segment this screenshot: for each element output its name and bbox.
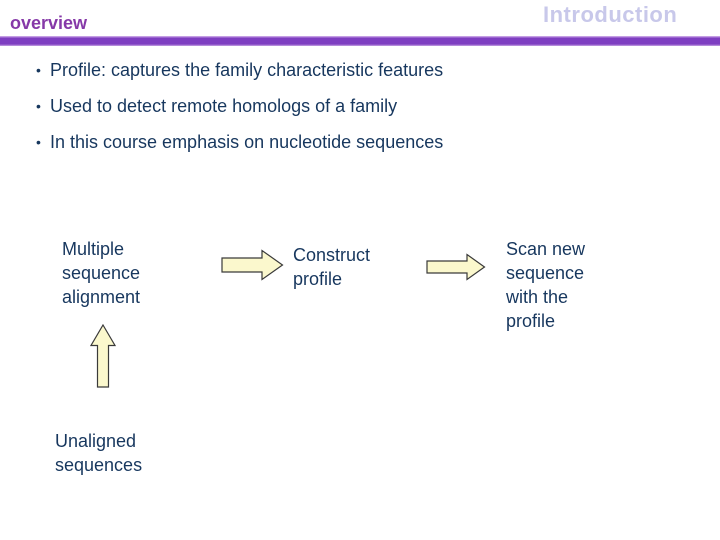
- up-arrow-icon: [90, 324, 116, 388]
- bullet-text: Profile: captures the family characteris…: [50, 60, 444, 80]
- bullet-icon: •: [36, 98, 41, 114]
- msa-label: Multiple sequence alignment: [62, 239, 141, 307]
- slide-title: Introduction: [543, 2, 678, 27]
- right-arrow-icon: [221, 249, 284, 281]
- bullet-list: • Profile: captures the family character…: [36, 59, 443, 167]
- bullet-icon: •: [36, 62, 41, 78]
- slide-subtitle: overview: [10, 13, 88, 33]
- bullet-text: Used to detect remote homologs of a fami…: [50, 96, 398, 116]
- scan-sequence-label: Scan new sequence with the profile: [506, 239, 586, 331]
- bullet-item: • In this course emphasis on nucleotide …: [36, 131, 443, 153]
- bullet-text: In this course emphasis on nucleotide se…: [50, 132, 444, 152]
- bullet-item: • Used to detect remote homologs of a fa…: [36, 95, 443, 117]
- construct-profile-label: Construct profile: [293, 245, 371, 289]
- bullet-icon: •: [36, 134, 41, 150]
- header-divider-bar: [0, 36, 720, 46]
- bullet-item: • Profile: captures the family character…: [36, 59, 443, 81]
- right-arrow-icon: [426, 253, 486, 281]
- unaligned-sequences-label: Unaligned sequences: [55, 431, 143, 475]
